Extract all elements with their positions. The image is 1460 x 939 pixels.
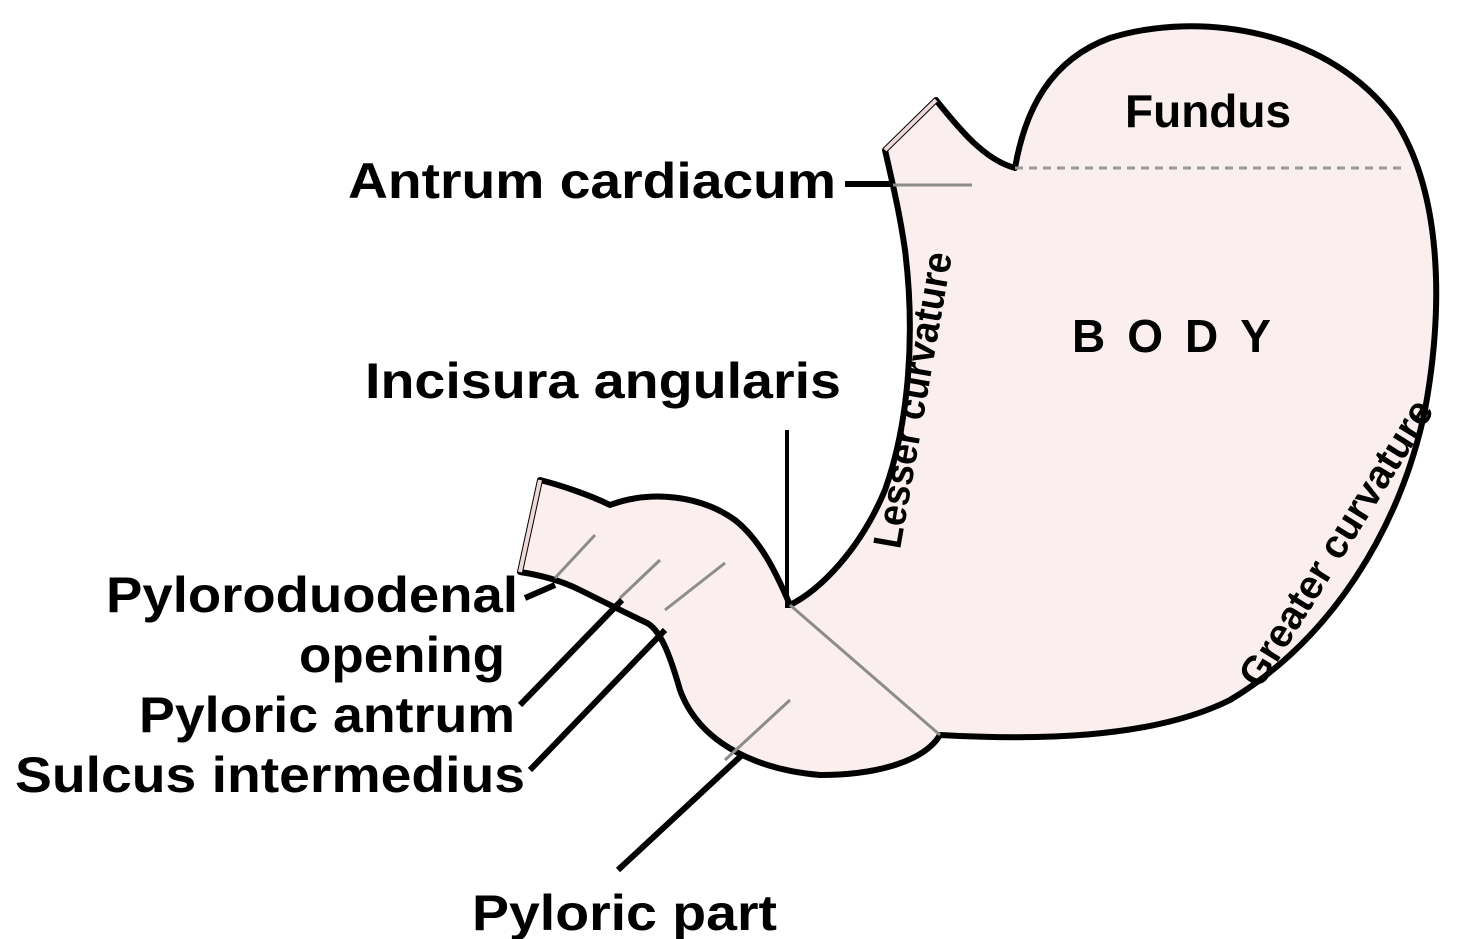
incisura-angularis-label: Incisura angularis xyxy=(365,353,841,409)
fundus-label: Fundus xyxy=(1125,85,1291,137)
sulcus-intermedius-label: Sulcus intermedius xyxy=(15,747,525,803)
pyloric-antrum-label: Pyloric antrum xyxy=(139,687,515,743)
pyloroduodenal-label-line1: Pyloroduodenal xyxy=(106,567,518,623)
body-label: BODY xyxy=(1072,310,1293,362)
antrum-cardiacum-label: Antrum cardiacum xyxy=(348,153,836,209)
pyloroduodenal-leader xyxy=(525,585,555,598)
sulcus-intermedius-leader xyxy=(530,630,665,770)
pyloric-part-label: Pyloric part xyxy=(472,885,777,939)
pyloroduodenal-label-line2: opening xyxy=(299,627,505,683)
pyloric-part-leader xyxy=(618,755,742,870)
